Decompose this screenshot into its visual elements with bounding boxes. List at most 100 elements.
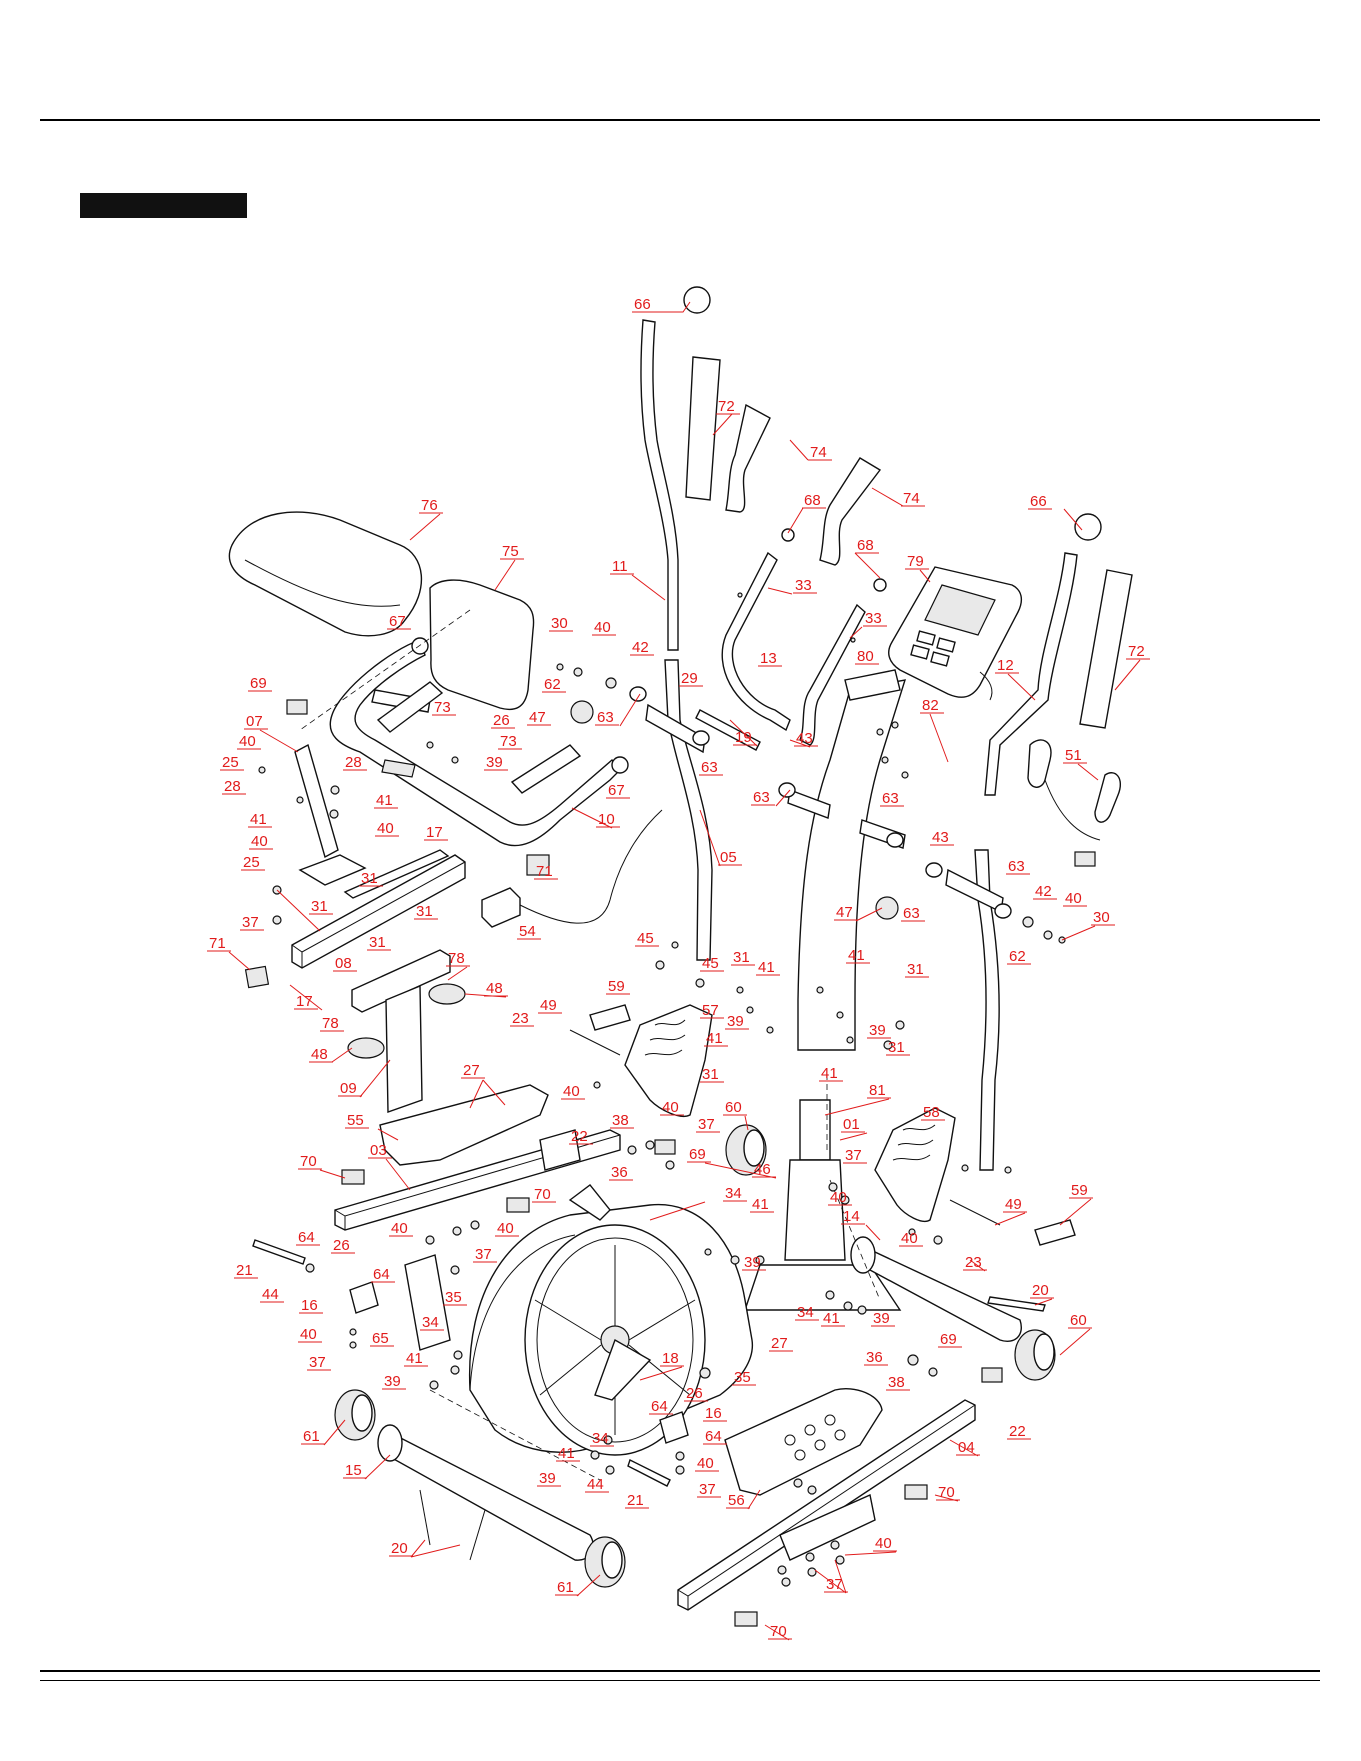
end-plug-68-a: [781, 528, 795, 542]
right-lower-arm: [945, 849, 1004, 1171]
end-cap-71-left: [244, 965, 270, 989]
part-label-19: 19: [735, 729, 752, 746]
part-label-78: 78: [448, 950, 465, 967]
left-grip-72: [685, 356, 721, 501]
part-label-39: 39: [539, 1470, 556, 1487]
left-lower-arm: [645, 659, 713, 961]
part-label-36: 36: [866, 1349, 883, 1366]
part-label-61: 61: [557, 1579, 574, 1596]
hardware-screws: [258, 592, 1066, 1587]
part-label-58: 58: [923, 1104, 940, 1121]
footer-rule-thin: [40, 1680, 1320, 1681]
part-label-31: 31: [907, 961, 924, 978]
part-label-42: 42: [632, 639, 649, 656]
part-label-41: 41: [752, 1196, 769, 1213]
part-label-28: 28: [224, 778, 241, 795]
power-adapter: [481, 809, 663, 928]
pedal-arm-cover-right: [874, 1107, 956, 1222]
part-label-42: 42: [1035, 883, 1052, 900]
part-label-40: 40: [377, 820, 394, 837]
seat-grip-left: [376, 681, 444, 733]
part-label-69: 69: [250, 675, 267, 692]
part-label-62: 62: [544, 676, 561, 693]
bushing-63-d: [886, 832, 904, 848]
part-label-73: 73: [500, 733, 517, 750]
part-label-63: 63: [701, 759, 718, 776]
part-label-40: 40: [563, 1083, 580, 1100]
part-label-40: 40: [300, 1326, 317, 1343]
part-label-39: 39: [384, 1373, 401, 1390]
part-label-45: 45: [702, 955, 719, 972]
part-label-66: 66: [1030, 493, 1047, 510]
part-label-40: 40: [497, 1220, 514, 1237]
part-label-37: 37: [242, 914, 259, 931]
part-label-33: 33: [865, 610, 882, 627]
part-label-37: 37: [845, 1147, 862, 1164]
end-cap-70-right-arm: [734, 1611, 758, 1627]
cover-59-left: [589, 1004, 631, 1031]
main-mast: [787, 669, 907, 1051]
part-label-34: 34: [797, 1304, 814, 1321]
part-label-49: 49: [1005, 1196, 1022, 1213]
pivot-16-left: [349, 1281, 379, 1314]
bolt-20-left-b: [469, 1509, 486, 1561]
part-label-64: 64: [373, 1266, 390, 1283]
part-label-79: 79: [907, 553, 924, 570]
part-label-40: 40: [697, 1455, 714, 1472]
part-label-10: 10: [598, 811, 615, 828]
right-upper-handlebar: [984, 513, 1102, 796]
axle-19: [695, 709, 761, 751]
part-label-20: 20: [391, 1540, 408, 1557]
part-label-60: 60: [725, 1099, 742, 1116]
part-label-39: 39: [869, 1022, 886, 1039]
part-label-74: 74: [810, 444, 827, 461]
tension-knob-47-left: [570, 700, 594, 724]
part-label-37: 37: [698, 1116, 715, 1133]
bolt-20-right: [987, 1296, 1046, 1312]
part-label-37: 37: [309, 1354, 326, 1371]
part-label-31: 31: [702, 1066, 719, 1083]
right-foot-pedal: [724, 1388, 883, 1496]
part-label-63: 63: [882, 790, 899, 807]
part-label-35: 35: [445, 1289, 462, 1306]
bolt-20-left-a: [419, 1489, 431, 1546]
part-label-26: 26: [333, 1237, 350, 1254]
part-label-68: 68: [857, 537, 874, 554]
part-label-26: 26: [493, 712, 510, 729]
transport-wheel-60-left: [725, 1124, 767, 1176]
part-label-22: 22: [571, 1128, 588, 1145]
part-label-40: 40: [391, 1220, 408, 1237]
part-label-59: 59: [1071, 1182, 1088, 1199]
assembly-line-rear: [829, 1179, 881, 1301]
part-label-41: 41: [706, 1030, 723, 1047]
front-wheel-61-right: [584, 1536, 626, 1588]
part-label-64: 64: [651, 1398, 668, 1415]
part-label-35: 35: [734, 1369, 751, 1386]
part-label-18: 18: [662, 1350, 679, 1367]
part-label-78: 78: [322, 1015, 339, 1032]
part-label-17: 17: [296, 993, 313, 1010]
end-cap-69-seat: [286, 699, 308, 715]
part-label-64: 64: [298, 1229, 315, 1246]
part-label-57: 57: [702, 1002, 719, 1019]
part-label-09: 09: [340, 1080, 357, 1097]
end-cap-70-right: [904, 1484, 928, 1500]
part-label-40: 40: [830, 1189, 847, 1206]
part-label-21: 21: [236, 1262, 253, 1279]
leader-lines: [228, 301, 1141, 1641]
bushing-63-e: [925, 862, 943, 878]
part-label-67: 67: [608, 782, 625, 799]
section-title-bar: [80, 193, 247, 218]
end-plug-68-b: [873, 578, 887, 592]
part-label-72: 72: [718, 398, 735, 415]
part-label-60: 60: [1070, 1312, 1087, 1329]
end-cap-70-left-arm: [341, 1169, 365, 1185]
seat-post: [351, 949, 451, 1113]
part-label-16: 16: [705, 1405, 722, 1422]
seat-cushion: [228, 511, 423, 637]
end-cap-70-flywheel: [506, 1197, 530, 1213]
part-label-21: 21: [627, 1492, 644, 1509]
